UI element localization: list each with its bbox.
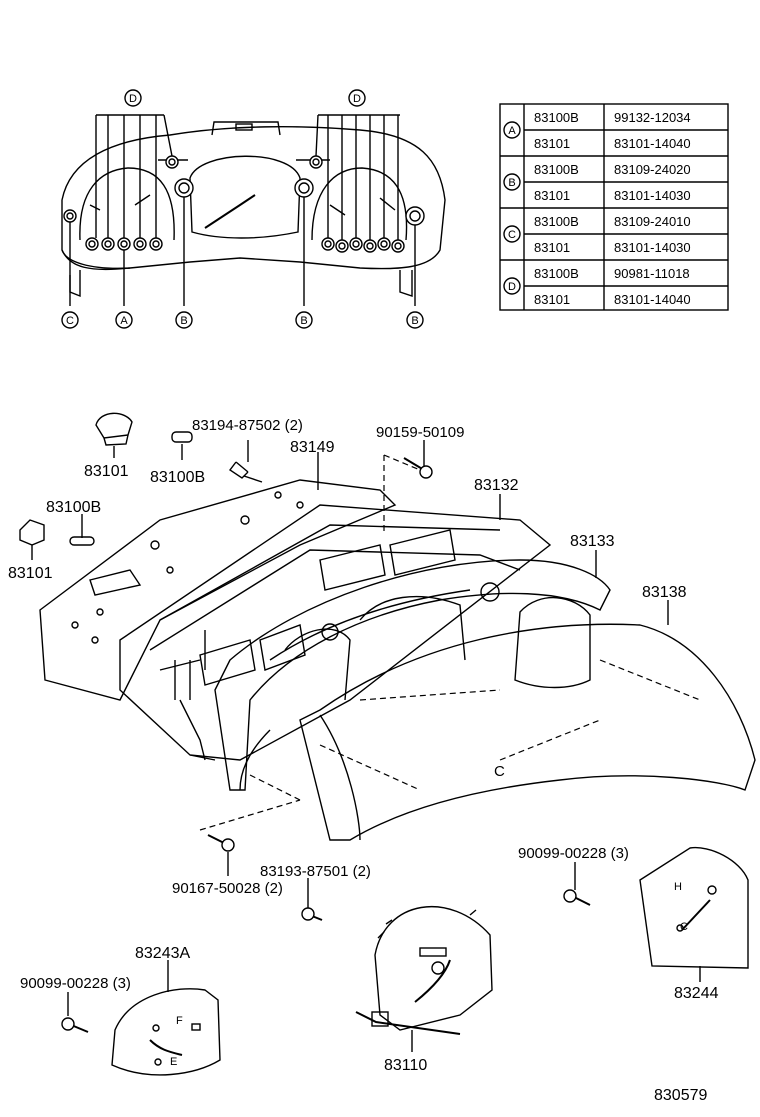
label-83132: 83132 [474,477,519,494]
screw-90099-right [563,889,591,906]
legend-cell-model: 83101 [534,188,570,203]
screw-83193 [301,907,323,921]
label-90159: 90159-50109 [376,424,464,441]
legend-cell-model: 83100B [534,266,579,281]
label-83100b-left: 83100B [46,499,101,516]
legend-cell-part: 99132-12034 [614,110,691,125]
svg-text:B: B [508,177,515,189]
legend-cell-part: 90981-11018 [614,266,690,281]
bulb-socket-83101-left [19,519,45,546]
legend-cell-part: 83101-14040 [614,136,691,151]
label-90167: 90167-50028 (2) [172,880,283,897]
legend-cell-part: 83101-14030 [614,240,691,255]
bulb-83100b-top [171,431,193,443]
callout-d-leaders [69,114,416,306]
screw-83194 [228,461,263,483]
legend-cell-model: 83101 [534,292,570,307]
svg-text:B: B [180,315,187,327]
legend-key-a: A [503,121,521,139]
lens-label-c: C [494,763,505,780]
figure-number: 830579 [654,1087,707,1104]
svg-text:B: B [300,315,307,327]
svg-text:D: D [508,281,516,293]
svg-text:D: D [129,93,137,105]
svg-text:B: B [411,315,418,327]
label-83110: 83110 [384,1057,427,1074]
cluster-front-view [61,121,446,298]
legend-cell-model: 83100B [534,214,579,229]
label-83101-left: 83101 [8,565,53,582]
legend-cell-model: 83100B [534,162,579,177]
screw-90099-left [61,1017,89,1033]
callout-d-left: D [124,89,142,107]
svg-text:D: D [353,93,361,105]
label-90099-left: 90099-00228 (3) [20,975,131,992]
label-83100b-top: 83100B [150,469,205,486]
svg-text:F: F [176,1015,183,1027]
label-83194: 83194-87502 (2) [192,417,303,434]
svg-text:A: A [508,125,516,137]
svg-text:C: C [508,229,516,241]
label-83138: 83138 [642,584,687,601]
label-90099-right: 90099-00228 (3) [518,845,629,862]
label-83149: 83149 [290,439,335,456]
screw-90159 [403,457,433,479]
legend-cell-part: 83109-24020 [614,162,691,177]
legend-key-d: D [503,277,521,295]
callout-bottom-c: C [61,311,79,329]
callout-bottom-a: A [115,311,133,329]
label-83244: 83244 [674,985,719,1002]
bulb-83100b-left [69,536,95,546]
legend-cell-model: 83101 [534,240,570,255]
fuel-gauge-83243a: F E [111,988,221,1076]
speedometer-83110 [355,905,493,1035]
callout-d-right: D [348,89,366,107]
callout-bottom-b1: B [175,311,193,329]
callout-bottom-b3: B [406,311,424,329]
legend-table: A B C D 83100B 99132-12034 83101 83101-1… [499,103,729,311]
temperature-gauge-83244: H C [639,846,749,969]
svg-text:H: H [674,881,682,893]
svg-text:A: A [120,315,128,327]
legend-cell-part: 83109-24010 [614,214,691,229]
callout-bottom-b2: B [295,311,313,329]
svg-text:C: C [680,921,688,933]
label-83193: 83193-87501 (2) [260,863,371,880]
exploded-assembly: C [39,454,756,841]
screw-90167 [207,834,235,852]
label-83243a: 83243A [135,945,190,962]
svg-text:E: E [170,1056,177,1068]
label-83133: 83133 [570,533,615,550]
legend-cell-model: 83101 [534,136,570,151]
part-leaders [31,440,701,1052]
legend-key-b: B [503,173,521,191]
legend-key-c: C [503,225,521,243]
bulb-socket-83101-top [95,412,133,446]
legend-cell-part: 83101-14040 [614,292,691,307]
legend-cell-part: 83101-14030 [614,188,691,203]
svg-text:C: C [66,315,74,327]
legend-cell-model: 83100B [534,110,579,125]
label-83101-top: 83101 [84,463,129,480]
